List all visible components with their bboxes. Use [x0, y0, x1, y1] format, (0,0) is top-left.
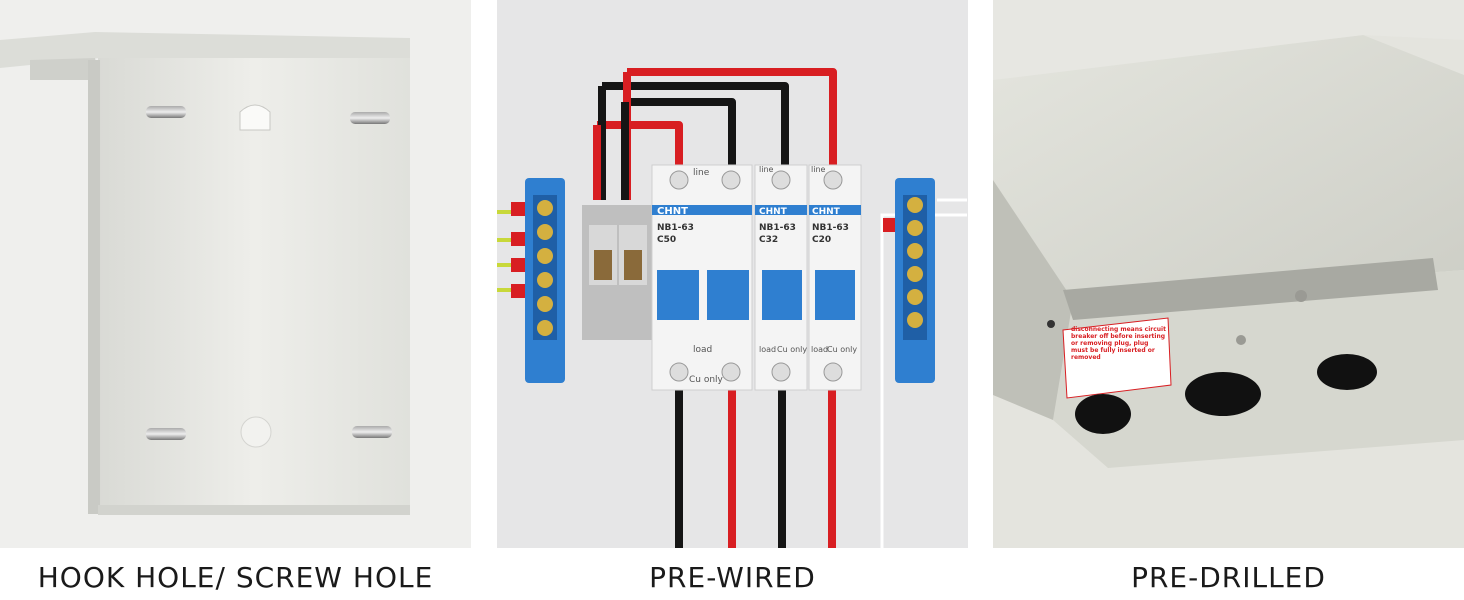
caption-pre-drilled: PRE-DRILLED	[1131, 561, 1326, 594]
enclosure-back-image	[0, 0, 471, 548]
caption-hook-hole: HOOK HOLE/ SCREW HOLE	[37, 561, 434, 594]
breaker-cu-label: Cu only	[689, 375, 724, 385]
breaker-brand: CHNT	[812, 207, 841, 217]
panel-pre-drilled: disconnecting means circuit breaker off …	[993, 0, 1464, 548]
breaker-load-label: load	[759, 345, 776, 354]
breaker-load-label: load	[811, 345, 828, 354]
breaker-main: CHNT NB1-63 C50 line load Cu only	[651, 164, 753, 391]
breaker-model: NB1-63	[812, 223, 849, 233]
breaker-brand: CHNT	[759, 207, 788, 217]
screw-icon	[146, 428, 186, 440]
drilled-hole	[1075, 394, 1131, 434]
neutral-terminal-bar	[497, 178, 565, 383]
breaker-load-label: load	[693, 345, 712, 355]
hook-hole	[239, 104, 271, 131]
breaker-brand: CHNT	[657, 206, 688, 217]
screw-icon	[352, 426, 392, 438]
screw-icon	[350, 112, 390, 124]
breaker-cu-label: Cu only	[827, 345, 857, 354]
caption-pre-wired: PRE-WIRED	[649, 561, 816, 594]
breaker-c32: CHNT NB1-63 C32 line load Cu only	[754, 164, 808, 391]
breaker-line-label: line	[811, 165, 826, 174]
breaker-model: NB1-63	[657, 223, 694, 233]
panel-hook-hole	[0, 0, 471, 548]
breaker-cu-label: Cu only	[777, 345, 807, 354]
breaker-rating: C50	[657, 235, 676, 245]
breaker-line-label: line	[759, 165, 774, 174]
breaker-line-label: line	[693, 168, 710, 178]
drilled-hole	[1317, 354, 1377, 390]
warning-label-text: disconnecting means circuit breaker off …	[1071, 326, 1166, 361]
warning-label: disconnecting means circuit breaker off …	[1062, 317, 1172, 399]
enclosure-bottom-image: disconnecting means circuit breaker off …	[993, 0, 1464, 548]
ground-terminal-bar	[883, 178, 935, 383]
breaker-wiring-image: CHNT NB1-63 C50 line load Cu only CHNT N…	[497, 0, 968, 548]
drilled-hole	[1185, 372, 1261, 416]
breaker-rating: C20	[812, 235, 831, 245]
screw-icon	[146, 106, 186, 118]
breaker-c20: CHNT NB1-63 C20 line load Cu only	[808, 164, 862, 391]
panel-pre-wired: CHNT NB1-63 C50 line load Cu only CHNT N…	[497, 0, 968, 548]
breaker-model: NB1-63	[759, 223, 796, 233]
breaker-rating: C32	[759, 235, 778, 245]
